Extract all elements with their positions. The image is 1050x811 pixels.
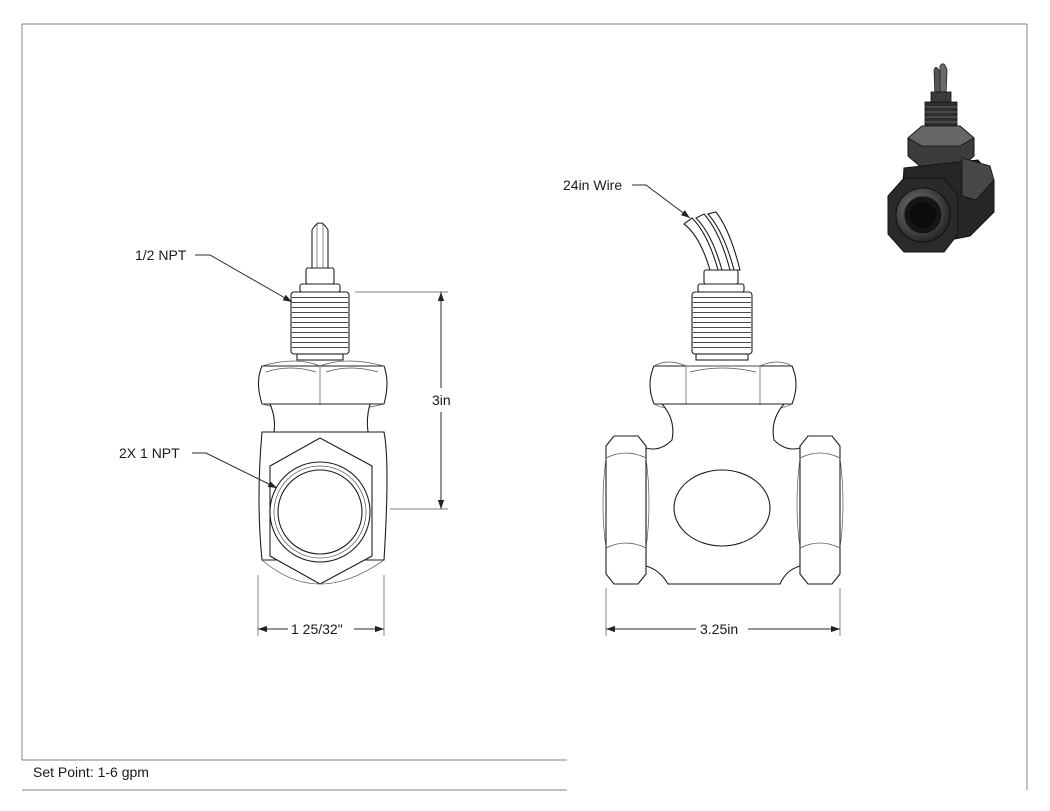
side-oval-boss bbox=[673, 469, 771, 547]
front-nut-top bbox=[299, 283, 341, 293]
dimension-front-width-label: 1 25/32" bbox=[291, 621, 343, 637]
dimension-height-label: 3in bbox=[432, 392, 451, 408]
side-wires bbox=[683, 211, 741, 271]
front-thread-lines bbox=[292, 294, 348, 352]
leader-wire bbox=[632, 184, 691, 219]
callout-wire: 24in Wire bbox=[563, 177, 622, 193]
side-view: 24in Wire 3.25in bbox=[563, 177, 844, 637]
leader-two-x-npt bbox=[192, 452, 278, 489]
leader-half-npt bbox=[195, 254, 293, 303]
callout-two-x-npt: 2X 1 NPT bbox=[119, 445, 180, 461]
side-wire-sleeve bbox=[703, 269, 739, 285]
front-wire-sleeve bbox=[305, 267, 335, 285]
front-view: 1/2 NPT 2X 1 NPT 3in 1 25/32" bbox=[119, 222, 451, 637]
sheet-border bbox=[21, 23, 1028, 791]
dimension-front-width bbox=[257, 575, 385, 636]
side-left-hex-end bbox=[602, 435, 650, 585]
isometric-rendering bbox=[887, 63, 995, 253]
front-pipe-port bbox=[269, 461, 371, 563]
front-hex-nut bbox=[257, 360, 388, 410]
dimension-side-width-label: 3.25in bbox=[700, 621, 738, 637]
set-point-note: Set Point: 1-6 gpm bbox=[33, 764, 149, 780]
front-body-neck bbox=[269, 403, 371, 433]
front-wire-bundle bbox=[311, 222, 329, 269]
dimension-height bbox=[355, 291, 448, 510]
side-thread-lines bbox=[693, 294, 751, 352]
side-right-hex-end bbox=[796, 435, 844, 585]
callout-half-npt: 1/2 NPT bbox=[135, 247, 187, 263]
dimension-side-width bbox=[605, 588, 841, 636]
side-hex-nut bbox=[649, 361, 797, 409]
